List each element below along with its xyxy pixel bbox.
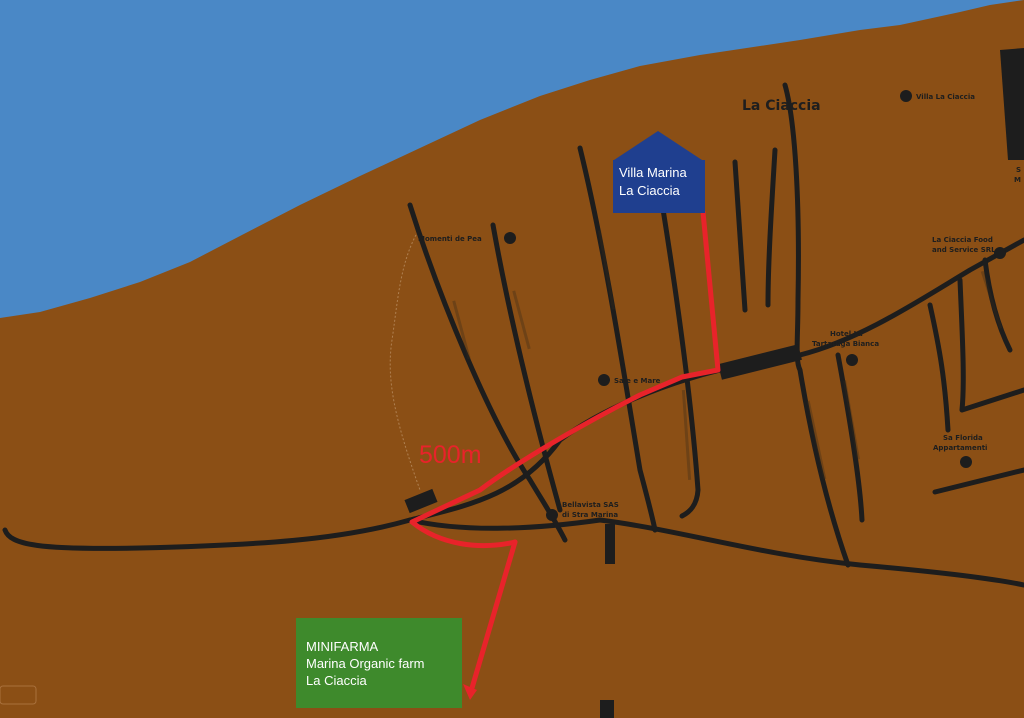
house-marker-icon xyxy=(614,131,702,160)
poi-label-bellavista-2: di Stra Marina xyxy=(562,511,618,519)
sea-area xyxy=(0,0,1024,318)
poi-label-bellavista-1: Bellavista SAS xyxy=(562,501,619,509)
poi-label-edge-1: S xyxy=(1016,166,1021,174)
circle-dot-icon xyxy=(846,354,858,366)
building-small xyxy=(600,700,614,718)
place-label-la-ciaccia: La Ciaccia xyxy=(742,98,821,114)
poi-label-sa-florida-2: Appartamenti xyxy=(933,444,987,452)
route-arrow-icon xyxy=(463,684,477,700)
poi-label-ciaccia-food-2: and Service SRL xyxy=(932,246,996,254)
footpath xyxy=(389,227,421,491)
circle-dot-icon xyxy=(598,374,610,386)
circle-dot-icon xyxy=(546,509,558,521)
building-small xyxy=(404,488,438,514)
farm-place: La Ciaccia xyxy=(306,673,367,688)
farm-title: MINIFARMA xyxy=(306,639,379,654)
street-labels xyxy=(452,230,1003,480)
circle-dot-icon xyxy=(960,456,972,468)
road-segment-thick xyxy=(718,344,802,380)
villa-marina-marker[interactable]: Villa Marina La Ciaccia xyxy=(613,160,705,213)
poi-label-ciaccia-food-1: La Ciaccia Food xyxy=(932,236,993,244)
villa-marina-name: Villa Marina xyxy=(619,165,687,180)
poi-label-edge-2: M xyxy=(1014,176,1021,184)
minifarma-marker[interactable]: MINIFARMA Marina Organic farm La Ciaccia xyxy=(296,618,462,708)
circle-dot-icon xyxy=(900,90,912,102)
poi-markers xyxy=(504,90,1006,521)
poi-label-momenti-de-pea: Momenti de Pea xyxy=(418,235,482,243)
poi-label-sa-florida-1: Sa Florida xyxy=(943,434,983,442)
route-path xyxy=(409,209,721,691)
poi-label-villa-la-ciaccia: Villa La Ciaccia xyxy=(916,93,975,101)
poi-label-sale-e-mare: Sale e Mare xyxy=(614,377,661,385)
map-frame-fragment xyxy=(0,685,37,705)
poi-label-hotel-la-1: Hotel La xyxy=(830,330,863,338)
farm-subtitle: Marina Organic farm xyxy=(306,656,425,671)
building-small xyxy=(605,524,615,564)
poi-label-hotel-la-2: Tartaruga Bianca xyxy=(812,340,879,348)
building-block xyxy=(1000,48,1024,160)
route-distance-label: 500m xyxy=(419,441,482,469)
circle-dot-icon xyxy=(994,247,1006,259)
villa-marina-place: La Ciaccia xyxy=(619,183,680,198)
circle-dot-icon xyxy=(504,232,516,244)
